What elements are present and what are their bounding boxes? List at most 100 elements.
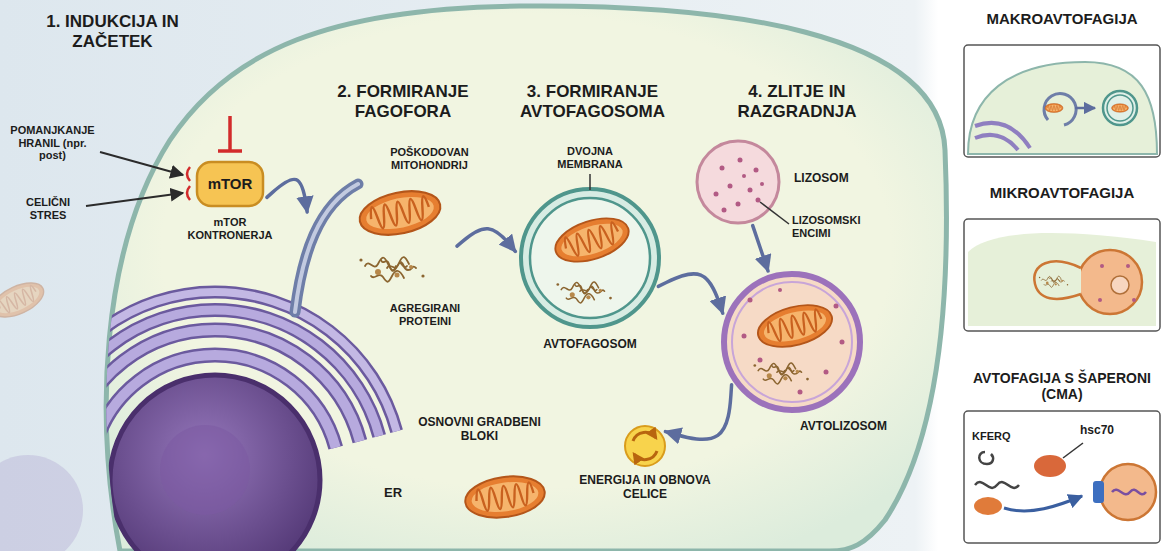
mini-enzymes [1098,264,1136,302]
lysosome: LIZOSOMLIZOSOMSKI ENCIMI [694,138,782,226]
text-holder: LIZOSOMSKI ENCIMI [792,214,878,239]
process-arrow [267,179,307,212]
lysosome-shape [694,138,782,226]
mini-cargo [1039,276,1068,287]
damaged-mitochondrion [356,184,445,241]
node-outline [197,162,263,206]
stimulus-label: POMANJKANJE HRANIL (npr. post) [5,124,100,162]
step-heading: 2. FORMIRANJE FAGOFORA [318,82,488,121]
node-outline [521,189,659,327]
nucleolus [160,425,250,515]
mitochondrion [463,472,548,523]
step-heading: 4. ZLITJE IN RAZGRADNJA [712,82,882,121]
text-holder: MAKROAVTOFAGIJA [963,10,1161,27]
autolysosome: AVTOLIZOSOM [720,270,864,414]
text-holder: POŠKODOVAN MITOHONDRIJ [377,146,482,171]
mini-phagophore [1044,93,1076,125]
mini-mitochondrion [1045,104,1063,113]
node-caption: mTOR KONTRONERJA [180,216,280,241]
node-outline [964,411,1160,543]
node-outline [964,219,1160,331]
mitochondrion [753,298,836,354]
kferq-hook [979,452,993,464]
text-holder: ENERGIJA IN OBNOVA CELICE [573,474,717,502]
cargo-label: POŠKODOVAN MITOHONDRIJ [377,146,482,171]
substrate-chain [975,482,1019,488]
mini-autophagosome [1107,95,1133,121]
substrate-protein [974,497,1002,515]
node-outline [732,282,852,402]
stimulus-arrow [100,152,183,175]
motif-label: KFERQ [972,430,1022,443]
inhibition-symbol [228,116,232,150]
text-holder: hsc70 [1080,424,1130,438]
mini-mitochondrion [1112,104,1129,113]
mini-lysosome [1100,464,1156,520]
inhibition-symbol [218,149,242,153]
callout-label: DVOJNA MEMBRANA [545,145,635,170]
text-holder: 4. ZLITJE IN RAZGRADNJA [712,82,882,121]
process-arrow [658,274,722,313]
transport-arrow [1004,496,1082,511]
text-holder: AVTOFAGIJA S ŠAPERONI (CMA) [960,370,1164,402]
macroautophagy-panel: MAKROAVTOFAGIJA [963,44,1161,158]
text-holder: CELIČNI STRES [12,196,84,221]
recycle-arrow [633,432,656,441]
text-holder: MIKROAVTOFAGIJA [963,184,1161,201]
mini-lysosome [1078,250,1142,314]
outcome-label: ENERGIJA IN OBNOVA CELICE [573,474,717,502]
connector-group [267,179,768,439]
macroautophagy-panel-shape [963,44,1161,158]
protein-label: hsc70 [1080,424,1130,438]
autolysosome-shape [720,270,864,414]
panel-heading: AVTOFAGIJA S ŠAPERONI (CMA) [960,370,1164,402]
panel-heading: MIKROAVTOFAGIJA [963,184,1161,201]
cargo-label: AGREGIRANI PROTEINI [380,302,470,327]
recycle-icon-shape [623,424,667,468]
mini-cell [968,62,1157,154]
process-arrow [457,229,515,252]
mini-er [975,135,1018,150]
text-holder: OSNOVNI GRADBENI BLOKI [412,416,547,444]
leader-line [589,174,591,190]
cell-membrane [106,6,946,551]
mini-cytoplasm [968,233,1156,326]
recycle-icon: ENERGIJA IN OBNOVA CELICE [623,424,667,468]
lysosomal-enzymes [742,288,845,395]
node-outline [697,141,779,223]
nucleus-and-er [33,292,396,551]
protein-aggregate [556,282,611,303]
organelle-label: LIZOSOM [794,172,864,186]
node-outline [530,198,650,318]
phagophore-cargo: POŠKODOVAN MITOHONDRIJAGREGIRANI PROTEIN… [310,182,455,297]
autophagosome-shape [518,186,662,330]
mini-autophagosome [1103,91,1137,125]
process-arrow [753,226,768,271]
text-holder: ER [378,486,408,501]
text-holder: mTOR [195,160,265,208]
process-arrow [665,385,731,440]
text-holder: KFERQ [972,430,1022,443]
callout-label: OSNOVNI GRADBENI BLOKI [412,416,547,444]
mini-er [975,123,1030,148]
signal-bracket [187,167,190,181]
leader-line [1063,443,1083,458]
text-holder: DVOJNA MEMBRANA [545,145,635,170]
text-holder: AVTOFAGOSOM [510,338,670,352]
organelle-label: ER [378,486,408,501]
organelle-label: AVTOLIZOSOM [800,420,905,434]
faded-cell [0,455,83,551]
panel-heading: MAKROAVTOFAGIJA [963,10,1161,27]
text-holder: AGREGIRANI PROTEINI [380,302,470,327]
nucleus [110,375,320,551]
text-holder: AVTOLIZOSOM [800,420,905,434]
node-outline [964,45,1160,157]
text-holder: LIZOSOM [794,172,864,186]
mitochondrion [550,210,634,270]
node-outline [625,426,665,466]
mini-arrow [1075,107,1095,110]
hsc70-chaperone [1034,455,1066,477]
